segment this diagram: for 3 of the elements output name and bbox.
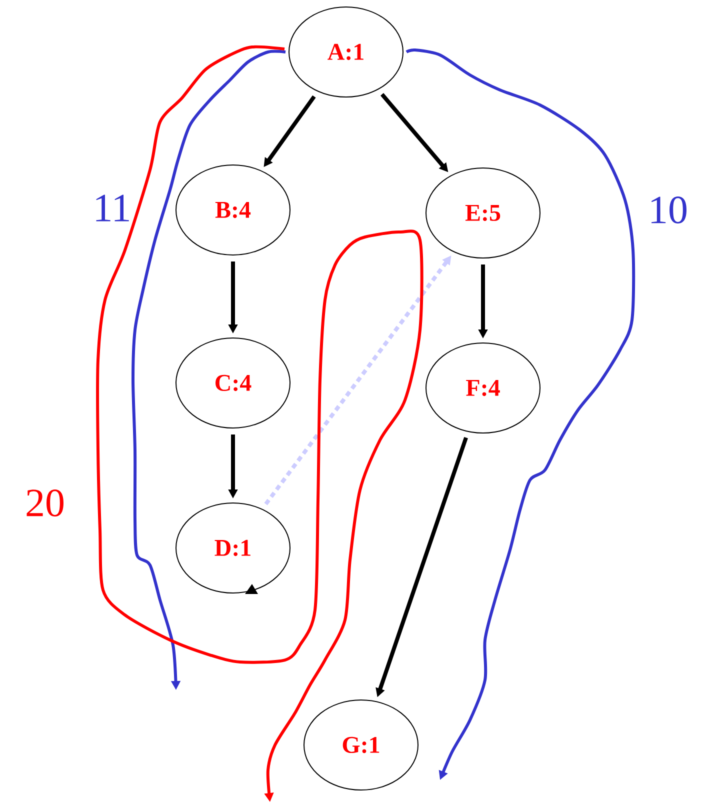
edge-label: 20 xyxy=(26,490,64,516)
edge-label: 11 xyxy=(96,194,129,222)
edge-label: 10 xyxy=(652,196,686,224)
